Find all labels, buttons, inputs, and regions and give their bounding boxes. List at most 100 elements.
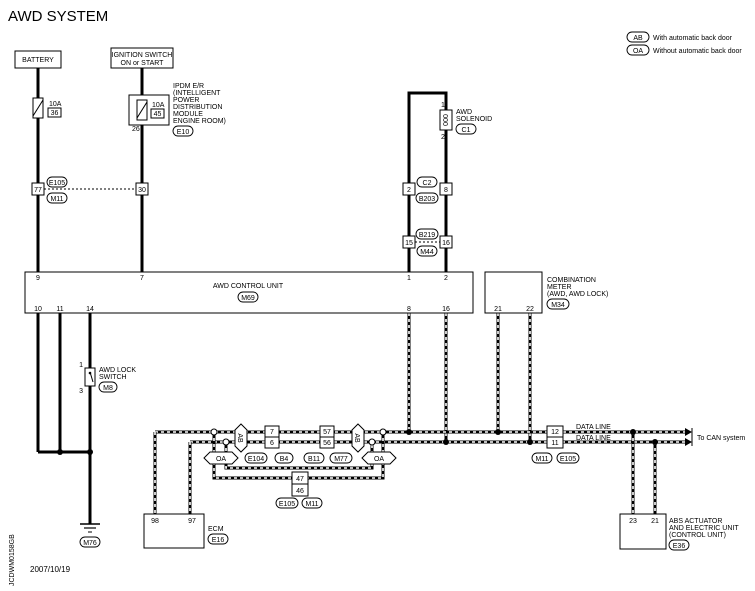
svg-text:(INTELLIGENT: (INTELLIGENT [173, 90, 221, 97]
svg-text:16: 16 [442, 306, 450, 313]
abs-actuator-box [619, 513, 667, 550]
svg-text:21: 21 [651, 518, 659, 525]
svg-text:57: 57 [323, 429, 331, 436]
oa-tag-right [361, 451, 397, 465]
svg-text:E105: E105 [279, 501, 295, 508]
svg-text:OA: OA [374, 456, 384, 463]
diagram-title: AWD SYSTEM [8, 8, 108, 25]
svg-text:POWER: POWER [173, 97, 199, 104]
junction-dots [57, 428, 658, 455]
svg-text:B4: B4 [280, 456, 289, 463]
awd-solenoid: 000 1 2 AWD SOLENOID C1 [439, 102, 492, 141]
legend: AB With automatic back door OA Without a… [626, 31, 742, 56]
svg-text:11: 11 [56, 306, 63, 313]
svg-text:11: 11 [551, 440, 558, 447]
svg-text:OA: OA [216, 456, 226, 463]
ab-tag-left [234, 423, 248, 453]
svg-text:77: 77 [34, 187, 42, 194]
svg-text:1: 1 [79, 362, 83, 369]
svg-text:22: 22 [526, 306, 534, 313]
battery-box [14, 50, 62, 69]
legend-ab-pill [626, 31, 650, 43]
svg-text:E105: E105 [560, 456, 576, 463]
svg-text:M11: M11 [50, 196, 63, 203]
legend-oa-code: OA [633, 48, 643, 55]
svg-text:30: 30 [138, 187, 146, 194]
svg-text:000: 000 [441, 114, 448, 126]
svg-text:16: 16 [442, 240, 450, 247]
can-lines [153, 313, 693, 518]
svg-text:B203: B203 [419, 196, 435, 203]
svg-text:M11: M11 [535, 456, 548, 463]
svg-text:6: 6 [270, 440, 274, 447]
svg-text:AWD LOCK: AWD LOCK [99, 367, 136, 374]
legend-oa-pill [626, 44, 650, 56]
ecm-connector: E16 [212, 537, 225, 544]
oa-tags: OA OA [203, 451, 397, 465]
oa-tag-left [203, 451, 239, 465]
svg-text:3: 3 [79, 388, 83, 395]
ignition-switch-box [110, 47, 174, 69]
abs-actuator: 23 21 ABS ACTUATOR AND ELECTRIC UNIT (CO… [619, 513, 739, 551]
data-line-label-top: DATA LINE [576, 424, 611, 431]
awd-control-unit-connector: M69 [241, 295, 255, 302]
svg-text:SWITCH: SWITCH [99, 374, 127, 381]
awd-lock-switch-symbol [84, 367, 96, 387]
svg-text:M44: M44 [420, 249, 434, 256]
ground-symbol: M76 [79, 523, 101, 548]
svg-text:E105: E105 [49, 180, 65, 187]
svg-text:ENGINE ROOM): ENGINE ROOM) [173, 118, 226, 125]
svg-text:AB: AB [236, 433, 243, 443]
svg-text:98: 98 [151, 518, 159, 525]
awd-lock-switch-connector: M8 [103, 385, 113, 392]
svg-text:AND ELECTRIC UNIT: AND ELECTRIC UNIT [669, 525, 739, 532]
svg-text:10: 10 [34, 306, 42, 313]
svg-text:M11: M11 [305, 501, 318, 508]
legend-ab-code: AB [633, 35, 643, 42]
svg-text:2: 2 [407, 187, 411, 194]
svg-text:DISTRIBUTION: DISTRIBUTION [173, 104, 222, 111]
ignition-label-1: IGNITION SWITCH [112, 52, 173, 59]
legend-ab-text: With automatic back door [653, 35, 733, 42]
svg-text:(CONTROL UNIT): (CONTROL UNIT) [669, 532, 726, 539]
svg-text:46: 46 [296, 488, 304, 495]
fuse2-number: 45 [154, 111, 162, 118]
ecm: 98 97 ECM E16 [143, 513, 229, 549]
svg-text:2: 2 [441, 134, 445, 141]
ipdm-pin: 26 [132, 126, 140, 133]
joint-c2-b203: 2 8 C2 B203 [402, 176, 453, 204]
awd-control-unit-label: AWD CONTROL UNIT [213, 283, 284, 290]
svg-text:SOLENOID: SOLENOID [456, 116, 492, 123]
awd-solenoid-connector: C1 [462, 127, 471, 134]
diagram-date: 2007/10/19 [30, 565, 71, 574]
ipdm-fuse-45: 10A 45 26 [128, 94, 170, 133]
abs-connector: E36 [673, 543, 686, 550]
svg-text:IPDM E/R: IPDM E/R [173, 83, 204, 90]
mid-connector-labels: E104 B4 B11 M77 [244, 452, 353, 464]
svg-text:C2: C2 [423, 180, 432, 187]
svg-text:1: 1 [407, 275, 411, 282]
can-arrow-top [685, 428, 692, 436]
svg-text:8: 8 [444, 187, 448, 194]
ipdm-label: IPDM E/R (INTELLIGENT POWER DISTRIBUTION… [172, 83, 226, 137]
svg-text:METER: METER [547, 284, 572, 291]
fuse2-rating: 10A [152, 102, 165, 109]
battery-label: BATTERY [22, 57, 54, 64]
oa-loop-joint: 47 46 E105 M11 [275, 471, 323, 509]
svg-text:97: 97 [188, 518, 196, 525]
svg-text:12: 12 [551, 429, 559, 436]
ab-left-joint: AB 7 6 [234, 423, 280, 453]
fuse-36: 10A 36 [32, 97, 62, 119]
ground-connector: M76 [83, 540, 97, 547]
svg-text:15: 15 [405, 240, 413, 247]
svg-text:AWD: AWD [456, 109, 472, 116]
ipdm-connector: E10 [177, 129, 190, 136]
data-line-label-bottom: DATA LINE [576, 435, 611, 442]
svg-text:7: 7 [140, 275, 144, 282]
ignition-label-2: ON or START [121, 60, 165, 67]
fuse1-number: 36 [51, 110, 59, 117]
legend-oa-text: Without automatic back door [653, 48, 742, 55]
svg-text:ABS ACTUATOR: ABS ACTUATOR [669, 518, 722, 525]
joint-data-line: 12 11 M11 E105 DATA LINE DATA LINE To CA… [531, 424, 745, 464]
